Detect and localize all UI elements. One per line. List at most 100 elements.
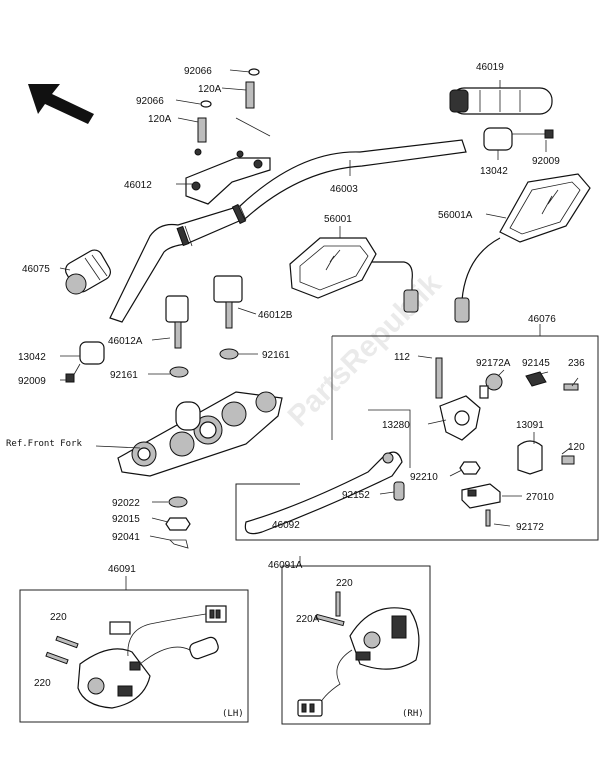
label-236: 236 [568, 358, 585, 369]
label-46076: 46076 [528, 314, 556, 325]
washer-92066-top[interactable] [248, 68, 260, 76]
leader [561, 447, 571, 455]
clutch-lever[interactable] [244, 451, 403, 535]
label-92009: 92009 [532, 156, 560, 167]
right-grip[interactable] [449, 87, 553, 115]
lever-group-box [235, 335, 599, 541]
label-92015: 92015 [112, 514, 140, 525]
leader [177, 117, 199, 123]
handlebar-stripe [176, 225, 190, 247]
label-92066: 92066 [136, 96, 164, 107]
handlebar-mark [239, 205, 247, 221]
leader [221, 87, 247, 91]
label-13280: 13280 [382, 420, 410, 431]
handlebar-holder-upper[interactable] [185, 148, 271, 205]
handlebar-holder-46012b[interactable] [213, 275, 243, 329]
bolt-120a-mid[interactable] [197, 117, 207, 143]
label-46019: 46019 [476, 62, 504, 73]
bolt-112[interactable] [435, 357, 443, 399]
leader [59, 267, 71, 271]
mirror-right-56001a[interactable] [454, 173, 591, 323]
handlebar-stripe [231, 203, 247, 225]
label-120: 120 [568, 442, 585, 453]
label-92172: 92172 [516, 522, 544, 533]
label-120a: 120A [198, 84, 222, 95]
screw-220a[interactable] [315, 613, 345, 627]
label-46091a: 46091A [268, 560, 303, 571]
screw-220-rh[interactable] [335, 591, 341, 617]
label-92172a: 92172A [476, 358, 511, 369]
washer-92022[interactable] [168, 496, 188, 508]
screw-220-lh1[interactable] [55, 635, 79, 649]
leader [485, 213, 507, 219]
leader [235, 117, 271, 137]
washer-92161-right[interactable] [219, 348, 239, 360]
label-92009: 92009 [18, 376, 46, 387]
ref-front-fork-label: Ref.Front Fork [6, 439, 82, 449]
screw-220-lh2[interactable] [45, 651, 69, 665]
label-46075: 46075 [22, 264, 50, 275]
rh-tag: (RH) [402, 709, 424, 719]
bar-end-weight-left[interactable] [65, 341, 105, 383]
collar-92152[interactable] [393, 481, 405, 501]
leader [417, 355, 433, 359]
label-92145: 92145 [522, 358, 550, 369]
nut-92015[interactable] [165, 517, 191, 531]
label-220: 220 [336, 578, 353, 589]
label-92152: 92152 [342, 490, 370, 501]
adjuster-92172a[interactable] [479, 373, 503, 399]
lh-switch-housing[interactable] [77, 605, 227, 709]
bar-end-weight-right[interactable] [483, 127, 554, 151]
lh-tag: (LH) [222, 709, 244, 719]
switch-27010[interactable] [461, 483, 501, 509]
label-13091: 13091 [516, 420, 544, 431]
bolt-120a-top[interactable] [245, 81, 255, 109]
label-46003: 46003 [330, 184, 358, 195]
label-46092: 46092 [272, 520, 300, 531]
washer-92066-mid[interactable] [200, 100, 212, 108]
leader [493, 523, 511, 527]
label-220: 220 [34, 678, 51, 689]
left-grip[interactable] [63, 247, 114, 295]
washer-92161-left[interactable] [169, 366, 189, 378]
leader [237, 307, 257, 315]
lh-switch-box [19, 589, 249, 723]
label-220a: 220A [296, 614, 320, 625]
leader [449, 469, 463, 477]
label-92066: 92066 [184, 66, 212, 77]
screw-236[interactable] [563, 383, 579, 391]
leader [229, 69, 251, 73]
rh-switch-housing[interactable] [297, 607, 420, 717]
rh-switch-box [281, 565, 431, 725]
spring-92145[interactable] [525, 371, 547, 387]
leader [427, 419, 447, 425]
label-92041: 92041 [112, 532, 140, 543]
bolt-120[interactable] [561, 455, 575, 465]
label-56001a: 56001A [438, 210, 473, 221]
label-92210: 92210 [410, 472, 438, 483]
label-46091: 46091 [108, 564, 136, 575]
label-46012: 46012 [124, 180, 152, 191]
cotter-pin-92041[interactable] [169, 539, 189, 549]
nut-92210[interactable] [459, 461, 481, 475]
front-arrow-icon [28, 84, 94, 124]
leader [571, 377, 579, 387]
label-112: 112 [394, 352, 410, 363]
label-46012a: 46012A [108, 336, 143, 347]
mirror-left-56001[interactable] [289, 237, 419, 313]
leader [95, 445, 141, 449]
leader [497, 369, 505, 377]
label-92161: 92161 [110, 370, 138, 381]
steering-stem-bracket[interactable] [117, 391, 283, 477]
label-92161: 92161 [262, 350, 290, 361]
leader [149, 535, 171, 541]
label-56001: 56001 [324, 214, 352, 225]
screw-92172[interactable] [485, 509, 491, 527]
clutch-lever-bracket[interactable] [439, 395, 481, 441]
holder-13091[interactable] [517, 440, 543, 475]
label-92022: 92022 [112, 498, 140, 509]
handlebar-holder-46012a[interactable] [165, 295, 189, 349]
leader [175, 99, 201, 105]
